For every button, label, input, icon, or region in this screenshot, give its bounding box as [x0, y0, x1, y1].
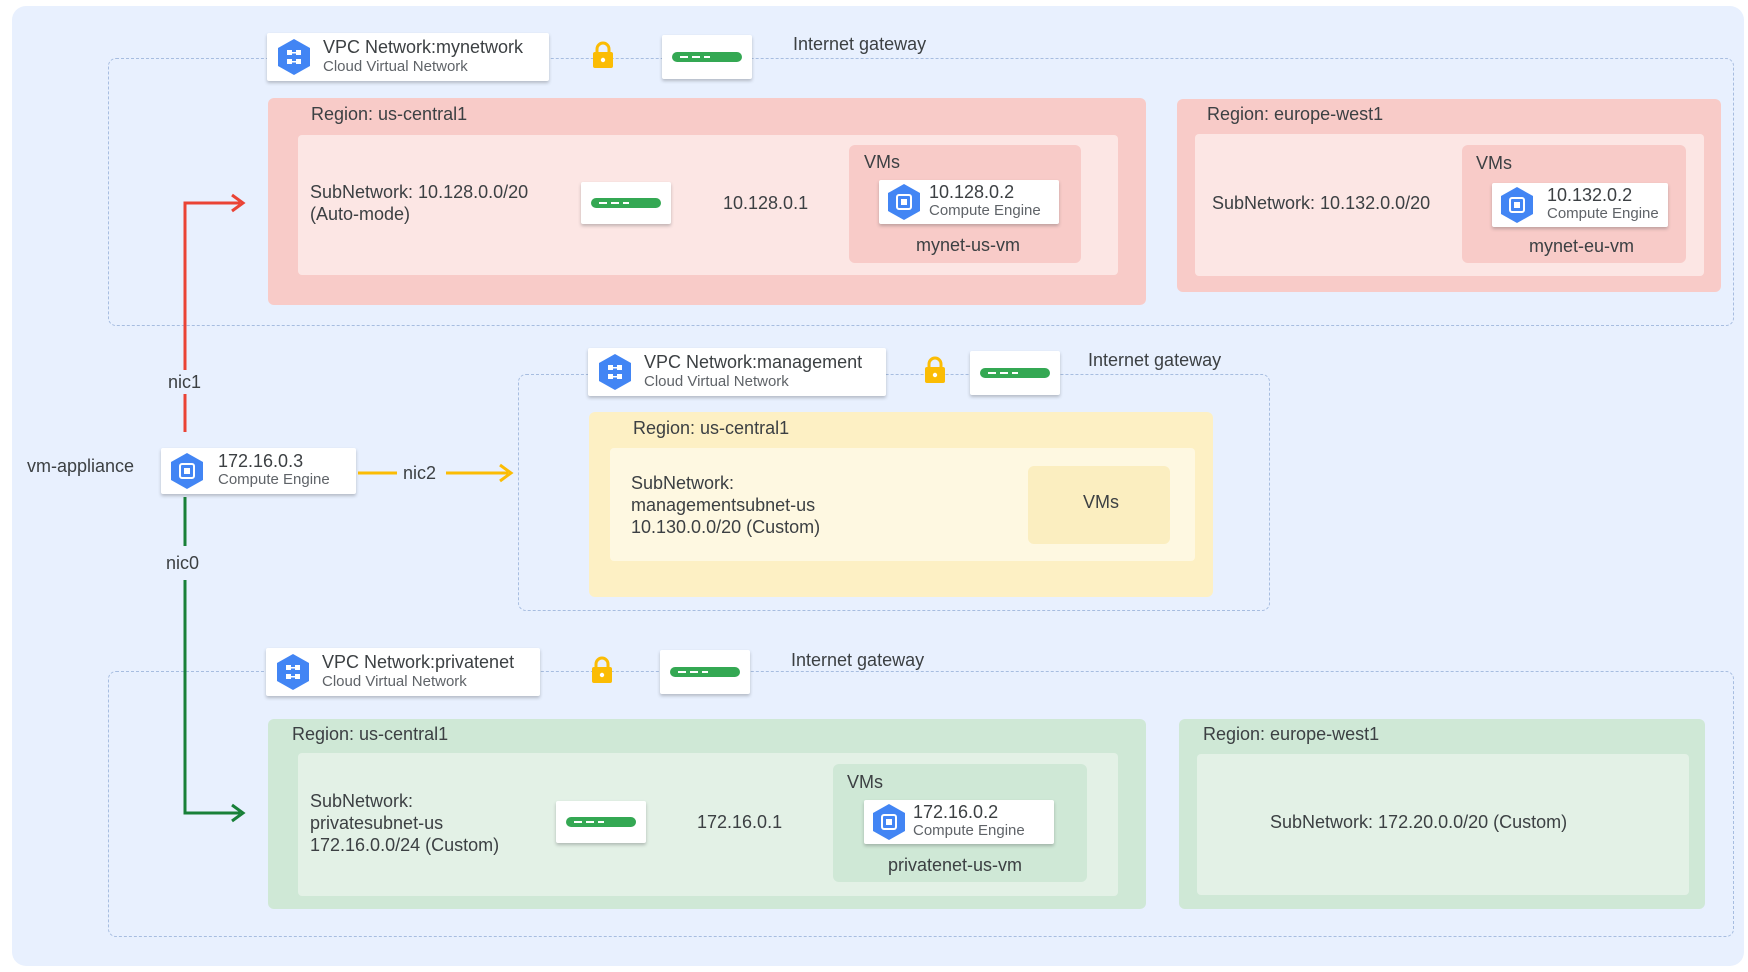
vm-ip: 172.16.0.2 [913, 802, 999, 822]
nic2-label: nic2 [403, 463, 437, 483]
cloud-virtual-network-icon [277, 654, 309, 690]
nic0-arrowhead [231, 803, 246, 823]
vpc-frame-management [518, 374, 1270, 611]
vpc-title: VPC Network:mynetwork [323, 37, 524, 57]
vms-label: VMs [1083, 492, 1119, 512]
subnet-label: SubNetwork: 172.20.0.0/20 (Custom) [1270, 812, 1568, 832]
internet-gateway-icon [662, 35, 752, 79]
vm-card-mynet-us-vm[interactable]: 10.128.0.2 Compute Engine [879, 180, 1059, 224]
region-label: Region: europe-west1 [1203, 724, 1380, 744]
cloud-virtual-network-icon [278, 39, 310, 75]
vm-name: privatenet-us-vm [888, 855, 1023, 875]
internet-gateway-label: Internet gateway [1088, 350, 1222, 370]
internet-gateway-label: Internet gateway [791, 650, 925, 670]
router-icon [556, 801, 646, 843]
compute-engine-icon [1501, 187, 1533, 223]
compute-engine-icon [888, 184, 920, 220]
vm-service: Compute Engine [1547, 205, 1659, 222]
vm-card-appliance[interactable]: 172.16.0.3 Compute Engine [161, 448, 356, 494]
internet-gateway-icon [970, 351, 1060, 395]
region-label: Region: us-central1 [311, 104, 468, 124]
lock-icon [593, 41, 613, 68]
cloud-virtual-network-icon [599, 354, 631, 390]
vm-name: mynet-us-vm [916, 235, 1021, 255]
vm-card-privatenet-us-vm[interactable]: 172.16.0.2 Compute Engine [864, 800, 1054, 844]
subnet-label: SubNetwork: 10.128.0.0/20 (Auto-mode) [310, 182, 529, 224]
vm-name: mynet-eu-vm [1529, 236, 1635, 256]
vm-card-mynet-eu-vm[interactable]: 10.132.0.2 Compute Engine [1492, 183, 1668, 227]
router-ip: 172.16.0.1 [697, 812, 783, 832]
vpc-frame-mynetwork [108, 58, 1734, 326]
vm-ip: 10.132.0.2 [1547, 185, 1633, 205]
vms-label: VMs [864, 152, 900, 172]
appliance-name: vm-appliance [27, 456, 135, 476]
appliance-service: Compute Engine [218, 471, 330, 488]
nic1-arrowhead [231, 193, 246, 213]
vms-label: VMs [847, 772, 883, 792]
internet-gateway-icon [660, 650, 750, 694]
compute-engine-icon [171, 453, 203, 489]
vpc-header-management[interactable]: VPC Network:management Cloud Virtual Net… [588, 348, 886, 396]
appliance-ip: 172.16.0.3 [218, 451, 304, 471]
nic0-connector [183, 580, 240, 815]
vms-label: VMs [1476, 153, 1512, 173]
subnet-label: SubNetwork: 10.132.0.0/20 [1212, 193, 1431, 213]
vms-group [1028, 466, 1170, 544]
vpc-subtitle: Cloud Virtual Network [323, 58, 468, 75]
subnet-label: SubNetwork: privatesubnet-us 172.16.0.0/… [310, 791, 500, 855]
compute-engine-icon [873, 804, 905, 840]
region-label: Region: us-central1 [633, 418, 790, 438]
vpc-header-privatenet[interactable]: VPC Network:privatenet Cloud Virtual Net… [266, 648, 540, 696]
subnet-label: SubNetwork: managementsubnet-us 10.130.0… [631, 473, 821, 537]
nic1-label-bg [165, 370, 205, 394]
nic0-label: nic0 [166, 553, 200, 573]
region-label: Region: europe-west1 [1207, 104, 1384, 124]
region-label: Region: us-central1 [292, 724, 449, 744]
lock-icon [592, 656, 612, 683]
vpc-title: VPC Network:privatenet [322, 652, 515, 672]
router-icon [581, 182, 671, 224]
vm-ip: 10.128.0.2 [929, 182, 1015, 202]
vm-service: Compute Engine [929, 202, 1041, 219]
subnet-box [1197, 754, 1689, 895]
router-ip: 10.128.0.1 [723, 193, 809, 213]
nic1-connector [183, 201, 240, 432]
vpc-frame-privatenet [108, 671, 1734, 937]
lock-icon [925, 356, 945, 383]
nic1-label: nic1 [168, 372, 202, 392]
vpc-header-mynetwork[interactable]: VPC Network:mynetwork Cloud Virtual Netw… [267, 33, 549, 81]
vpc-title: VPC Network:management [644, 352, 863, 372]
nic2-arrowhead [499, 463, 514, 483]
internet-gateway-label: Internet gateway [793, 34, 927, 54]
vpc-subtitle: Cloud Virtual Network [322, 673, 467, 690]
vpc-subtitle: Cloud Virtual Network [644, 373, 789, 390]
vm-service: Compute Engine [913, 822, 1025, 839]
